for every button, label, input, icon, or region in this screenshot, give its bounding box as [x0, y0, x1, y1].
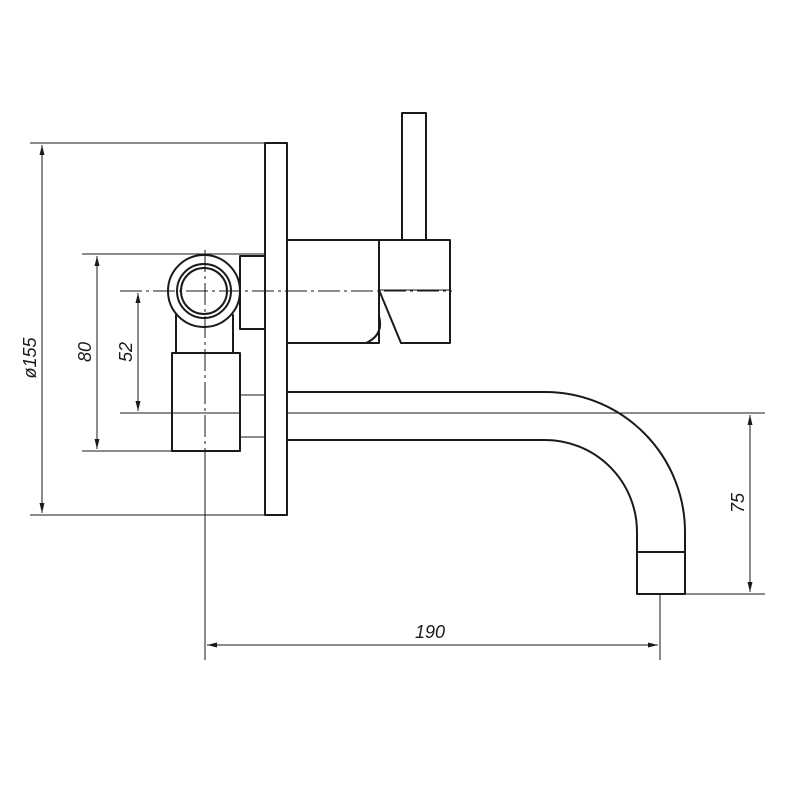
dim-label-155: ø155	[20, 336, 40, 378]
spout-aerator	[636, 551, 686, 595]
spout-inner-curve	[286, 439, 638, 553]
rear-collar	[239, 255, 266, 330]
dim-label-80: 80	[75, 342, 95, 362]
handle-cap	[378, 239, 451, 344]
lever-handle	[401, 112, 427, 241]
rear-body	[171, 352, 241, 452]
cover-plate	[264, 142, 288, 516]
dim-label-190: 190	[415, 622, 445, 642]
spout-outer-curve	[286, 391, 686, 553]
dim-label-75: 75	[728, 492, 748, 513]
dim-label-52: 52	[116, 342, 136, 362]
handle-cap-curve	[365, 315, 382, 344]
